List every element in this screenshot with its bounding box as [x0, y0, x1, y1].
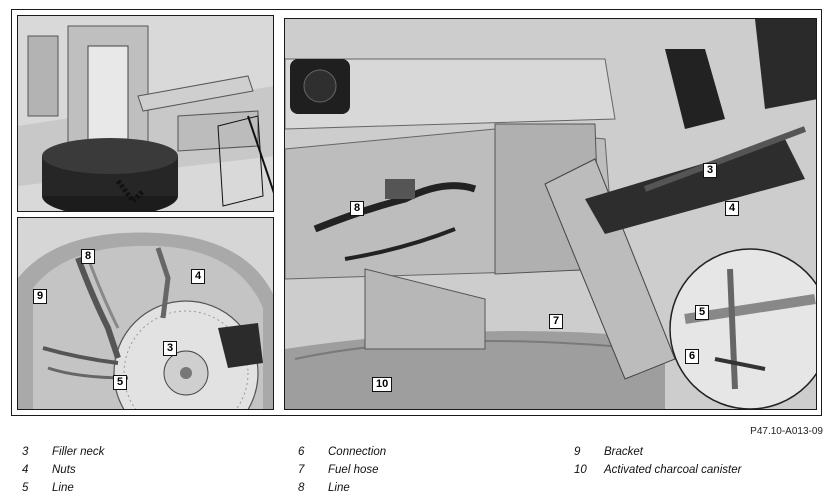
callout-8-left: 8 [81, 249, 96, 264]
legend-item: 3 Filler neck [22, 443, 104, 461]
legend-label: Fuel hose [328, 464, 379, 476]
wheel-arch-illustration [18, 218, 273, 409]
legend-number: 7 [298, 464, 305, 476]
legend-item: 5 Line [22, 479, 74, 497]
callout-9-left: 9 [33, 289, 48, 304]
legend-item: 7 Fuel hose [298, 461, 379, 479]
callout-4-left: 4 [191, 269, 206, 284]
callout-6-main: 6 [685, 349, 700, 364]
legend-number: 3 [22, 446, 29, 458]
callout-7-main: 7 [549, 314, 564, 329]
legend-number: 6 [298, 446, 305, 458]
reference-code: P47.10-A013-09 [750, 426, 823, 437]
callout-8-main: 8 [350, 201, 365, 216]
legend-number: 9 [574, 446, 581, 458]
callout-5-left: 5 [113, 375, 128, 390]
legend-label: Connection [328, 446, 387, 458]
legend-item: 6 Connection [298, 443, 386, 461]
legend-label: Activated charcoal canister [604, 464, 742, 476]
legend-number: 4 [22, 464, 29, 476]
legend-label: Filler neck [52, 446, 105, 458]
legend-item: 9 Bracket [574, 443, 643, 461]
legend-label: Bracket [604, 446, 643, 458]
legend-label: Line [328, 482, 350, 494]
overview-illustration [18, 16, 273, 211]
legend-label: Nuts [52, 464, 76, 476]
legend-number: 5 [22, 482, 29, 494]
main-detail-panel: 3 4 8 5 7 6 10 [284, 18, 817, 410]
callout-3-left: 3 [163, 341, 178, 356]
callout-10-main: 10 [372, 377, 393, 392]
legend-label: Line [52, 482, 74, 494]
legend: 3 Filler neck 4 Nuts 5 Line 6 Connection 7 Fu… [0, 443, 833, 502]
callout-3-main: 3 [703, 163, 718, 178]
legend-number: 8 [298, 482, 305, 494]
wheel-arch-panel: 8 4 9 3 5 [17, 217, 274, 410]
legend-number: 10 [574, 464, 587, 476]
callout-4-main: 4 [725, 201, 740, 216]
legend-item: 4 Nuts [22, 461, 76, 479]
legend-item: 8 Line [298, 479, 350, 497]
overview-panel [17, 15, 274, 212]
main-illustration [285, 19, 816, 409]
callout-5-main: 5 [695, 305, 710, 320]
legend-item: 10 Activated charcoal canister [574, 461, 741, 479]
